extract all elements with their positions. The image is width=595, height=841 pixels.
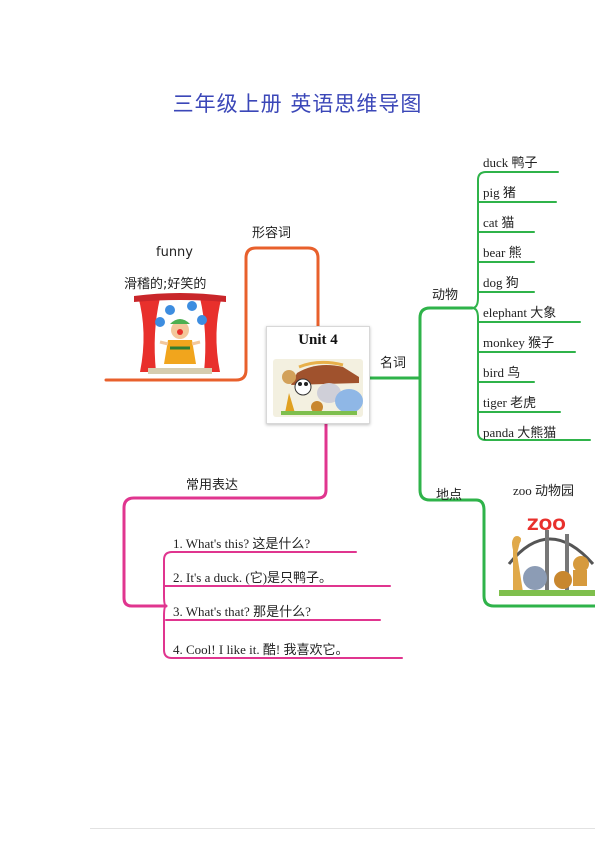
animal-item: bird 鸟 (483, 365, 521, 380)
expression-branch-lines (122, 420, 403, 659)
animal-item: pig 猪 (483, 185, 516, 200)
zoo-animals-illustration (273, 359, 363, 417)
adjective-word: funny (156, 245, 193, 260)
center-node: Unit 4 (266, 326, 370, 424)
expression-item: 3. What's that? 那是什么? (173, 604, 311, 619)
noun-branch-lines (366, 171, 595, 608)
expression-item: 2. It's a duck. (它)是只鸭子。 (173, 570, 333, 585)
adjective-branch-lines (104, 246, 320, 382)
adjective-meaning: 滑稽的;好笑的 (124, 277, 207, 292)
noun-branch-label: 名词 (380, 356, 407, 371)
animal-item: cat 猫 (483, 215, 515, 230)
zoo-gate-illustration: ZOO (499, 515, 595, 596)
places-label: 地点 (436, 488, 463, 503)
expression-item: 4. Cool! I like it. 酷! 我喜欢它。 (173, 642, 349, 657)
animal-item: panda 大熊猫 (483, 425, 557, 440)
expressions-label: 常用表达 (186, 478, 239, 493)
clown-illustration (134, 293, 226, 374)
animal-item: monkey 猴子 (483, 335, 555, 350)
adjective-branch-label: 形容词 (252, 226, 292, 241)
animal-item: tiger 老虎 (483, 395, 537, 410)
page-title: 三年级上册 英语思维导图 (172, 92, 423, 116)
animal-item: elephant 大象 (483, 305, 557, 320)
animal-item: duck 鸭子 (483, 155, 538, 170)
animal-item: dog 狗 (483, 275, 519, 290)
zoo-sign-text: ZOO (527, 515, 566, 534)
animals-label: 动物 (432, 288, 459, 303)
center-label: Unit 4 (298, 332, 338, 348)
page-divider (90, 828, 595, 829)
expression-item: 1. What's this? 这是什么? (173, 536, 311, 551)
animal-item: bear 熊 (483, 245, 522, 260)
place-item: zoo 动物园 (513, 483, 575, 498)
